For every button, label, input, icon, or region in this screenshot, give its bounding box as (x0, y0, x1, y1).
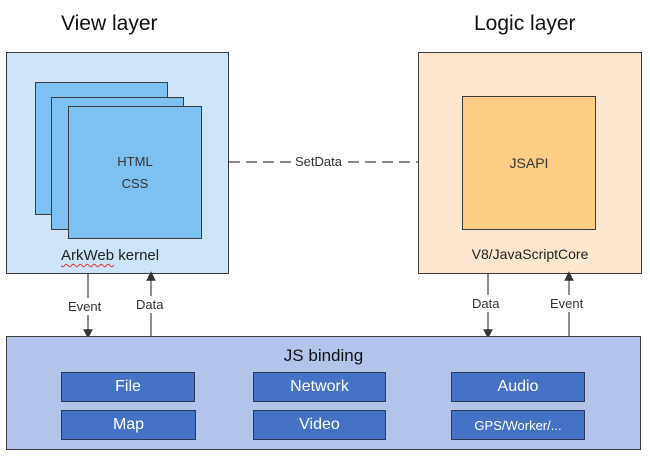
view-data-label: Data (136, 296, 164, 313)
kernel-word: kernel (114, 247, 160, 264)
module-audio: Audio (451, 372, 585, 402)
view-event-label: Event (68, 298, 102, 315)
js-binding-title: JS binding (283, 346, 364, 365)
setdata-label: SetData (293, 154, 344, 169)
module-network: Network (253, 372, 386, 402)
module-map: Map (61, 410, 196, 440)
arkweb-kernel-label: ArkWeb kernel (61, 247, 159, 264)
html-label: HTML (117, 153, 153, 169)
logic-layer-title: Logic layer (474, 12, 576, 35)
css-label: CSS (121, 175, 149, 191)
module-gps-worker: GPS/Worker/... (451, 410, 585, 440)
logic-event-label: Event (550, 295, 584, 312)
jsapi-box: JSAPI (462, 96, 596, 230)
engine-label: V8/JavaScriptCore (471, 246, 589, 262)
logic-data-label: Data (472, 295, 500, 312)
page-card-front: HTML CSS (68, 106, 202, 239)
view-layer-title: View layer (61, 12, 158, 35)
jsapi-label: JSAPI (509, 155, 549, 171)
module-file: File (61, 372, 195, 402)
module-video: Video (253, 410, 386, 440)
arkweb-word: ArkWeb (61, 247, 115, 264)
